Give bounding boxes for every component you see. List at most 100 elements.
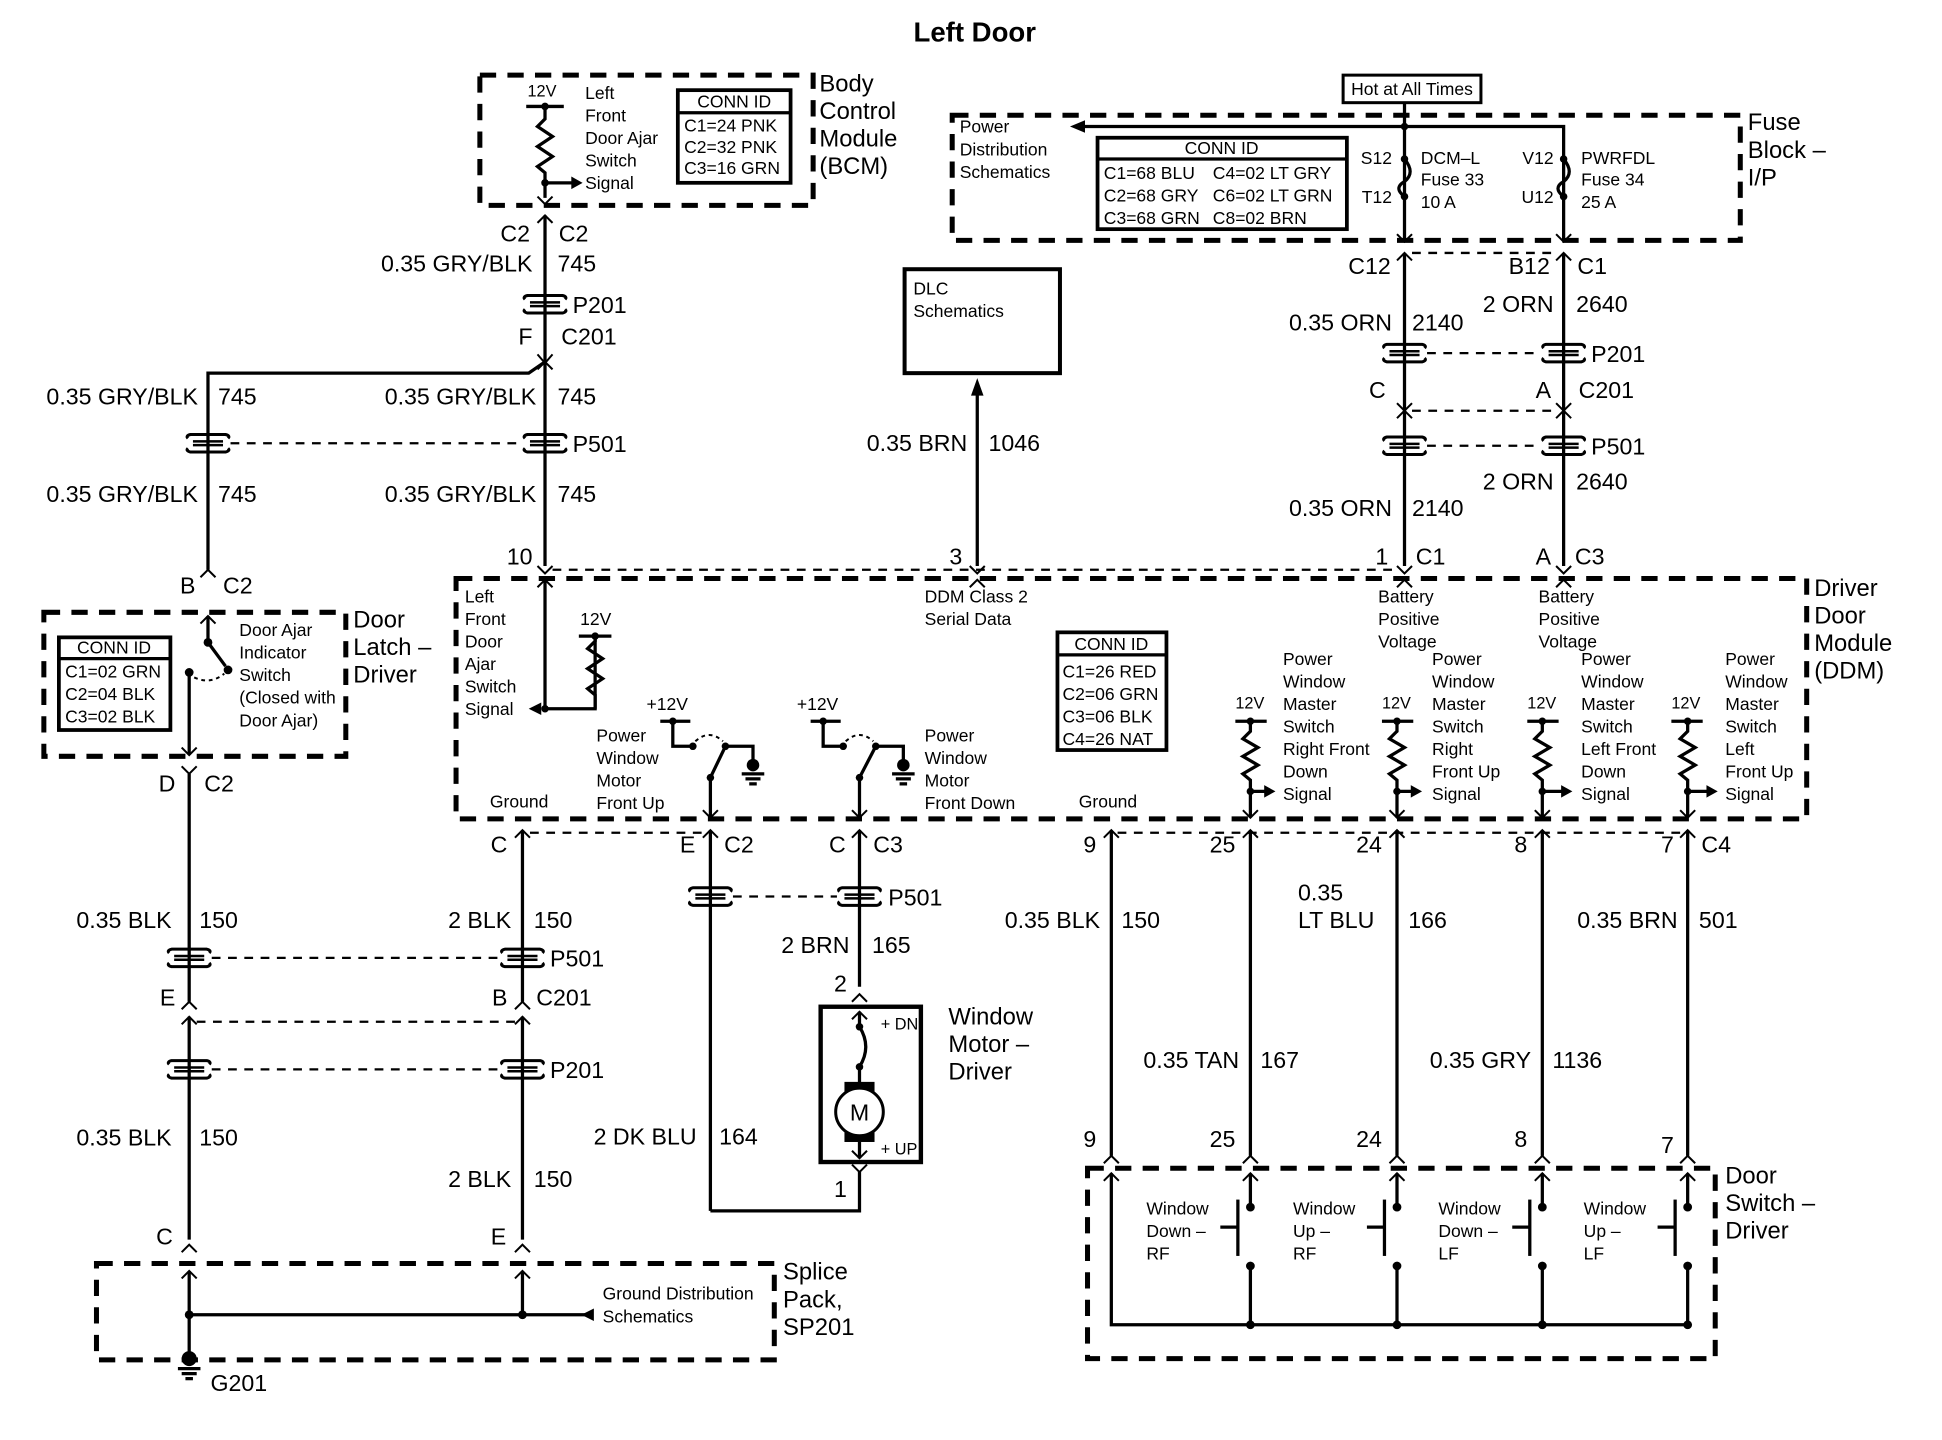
wire-gauge: 2 ORN xyxy=(1483,291,1554,317)
window-motor-driver: 2 Window Motor – Driver M + DN + UP 1 xyxy=(818,971,1034,1202)
diagram-title: Left Door xyxy=(914,16,1037,47)
ddm-conn-row: C3=06 BLK xyxy=(1062,707,1152,727)
sw-signal-label: Switch xyxy=(1432,717,1484,737)
wire-circuit: 2640 xyxy=(1576,291,1628,317)
splice-name-3: SP201 xyxy=(783,1314,854,1341)
ddm-pin-c: C xyxy=(491,832,508,858)
door-switch-driver: 9 25 24 8 7 Door Switch – Driver WindowD… xyxy=(1083,1126,1816,1362)
door-switch-label: LF xyxy=(1438,1244,1458,1264)
sw-signal-label: Switch xyxy=(1581,717,1633,737)
circuit-150-ddm-ground: 2 BLK 150 P501 B C201 P201 2 BLK 150 E xyxy=(196,830,604,1253)
wire-gauge: 0.35 GRY/BLK xyxy=(385,383,537,409)
motor-m: M xyxy=(850,1100,869,1126)
fuse-conn-row: C3=68 GRN xyxy=(1104,208,1200,228)
harness-pin-c: C xyxy=(156,1224,173,1250)
inline-p501: P501 xyxy=(573,431,627,457)
door-switch-label: Up – xyxy=(1293,1221,1330,1241)
wire-circuit: 1046 xyxy=(989,430,1041,456)
plus12v-down: +12V xyxy=(797,694,839,714)
sw-signal-label: Window xyxy=(1725,671,1788,691)
ddm-pin-9: 9 xyxy=(1083,832,1096,858)
ajar-signal-3: Door xyxy=(465,631,503,651)
wire-gauge: 0.35 BRN xyxy=(1577,907,1677,933)
ddm-conn-c1: C1 xyxy=(1416,544,1446,570)
latch-conn-row: C1=02 GRN xyxy=(65,661,161,681)
fuse-name-1: Fuse xyxy=(1748,109,1801,136)
latch-name-3: Driver xyxy=(353,661,417,688)
wire-circuit: 150 xyxy=(1121,907,1160,933)
fuse-name-3: I/P xyxy=(1748,164,1777,191)
ddm-ground-right: Ground xyxy=(1079,792,1137,812)
wire-circuit: 2140 xyxy=(1412,495,1464,521)
circuit-745-main: C2 C2 0.35 GRY/BLK 745 P201 F C201 0.35 … xyxy=(46,213,627,570)
sw-12v: 12V xyxy=(1671,695,1700,713)
sw-signal-label: Signal xyxy=(1725,784,1774,804)
fuse-out-b12: B12 xyxy=(1509,253,1550,279)
motor-up-4: Front Up xyxy=(596,793,664,813)
wire-circuit: 745 xyxy=(558,251,597,277)
serial-data-1: DDM Class 2 xyxy=(925,586,1028,606)
batt2-2: Positive xyxy=(1539,609,1600,629)
fuse34-out: U12 xyxy=(1521,187,1553,207)
door-switch-label: RF xyxy=(1146,1244,1169,1264)
wire-gauge: 0.35 GRY/BLK xyxy=(381,251,533,277)
motor-down-4: Front Down xyxy=(925,793,1016,813)
sw-signal-label: Left Front xyxy=(1581,739,1656,759)
motor-down-3: Motor xyxy=(925,770,970,790)
bcm-conn-row: C2=32 PNK xyxy=(684,137,777,157)
sw-signal-lf-up: 12V xyxy=(1671,695,1718,820)
latch-name-2: Latch – xyxy=(353,634,432,661)
ds-pin-9: 9 xyxy=(1083,1126,1096,1152)
power-dist-2: Distribution xyxy=(960,139,1048,159)
wire-gauge: 0.35 BLK xyxy=(76,1125,172,1151)
fuse-out-c12: C12 xyxy=(1348,253,1390,279)
wire-circuit: 150 xyxy=(199,907,238,933)
ddm-conn-id-header: CONN ID xyxy=(1074,634,1148,654)
fuse-conn-row: C2=68 GRY xyxy=(1104,186,1199,206)
wire-gauge: 0.35 TAN xyxy=(1143,1047,1239,1073)
pin-c: C xyxy=(1369,377,1386,403)
ddm-pin-a: A xyxy=(1536,544,1552,570)
latch-switch-3: Switch xyxy=(239,665,291,685)
batt1-3: Voltage xyxy=(1378,631,1436,651)
ds-name-1: Door xyxy=(1725,1162,1777,1189)
inline-c201: C201 xyxy=(1579,377,1634,403)
harness-pin-e: E xyxy=(160,985,175,1011)
latch-switch-5: Door Ajar) xyxy=(239,710,318,730)
motor-up-1: Power xyxy=(596,725,646,745)
door-latch-driver: B C2 Door Latch – Driver Door Ajar Indic… xyxy=(41,568,432,796)
splice-name-1: Splice xyxy=(783,1259,848,1286)
sw-signal-label: Front Up xyxy=(1725,762,1793,782)
inline-p501: P501 xyxy=(550,946,604,972)
ddm-name-1: Driver xyxy=(1814,575,1878,602)
ds-pin-7: 7 xyxy=(1661,1132,1674,1158)
wire-gauge: LT BLU xyxy=(1298,907,1374,933)
wire-gauge: 0.35 BRN xyxy=(867,430,967,456)
door-switch-label: Window xyxy=(1584,1199,1647,1219)
ajar-signal-1: Left xyxy=(465,586,494,606)
latch-switch-4: (Closed with xyxy=(239,688,335,708)
ddm-pin-25: 25 xyxy=(1210,832,1236,858)
latch-conn-row: C2=04 BLK xyxy=(65,684,155,704)
window-motor-circuits: P501 2 BRN 165 2 DK BLU 164 xyxy=(594,830,942,1213)
ddm-pin-8: 8 xyxy=(1514,832,1527,858)
latch-top-conn: C2 xyxy=(223,573,253,599)
ajar-signal-5: Switch xyxy=(465,676,517,696)
inline-p201: P201 xyxy=(1591,341,1645,367)
ddm-to-door-switch-circuits: 0.35 BLK 150 0.35 LT BLU 166 0.35 BRN 50… xyxy=(1005,830,1738,1156)
latch-name-1: Door xyxy=(353,606,405,633)
sw-12v: 12V xyxy=(1382,695,1411,713)
ds-name-3: Driver xyxy=(1725,1217,1789,1244)
wire-gauge: 0.35 ORN xyxy=(1289,310,1392,336)
fuse33-label-3: 10 A xyxy=(1421,192,1456,212)
fuse34-label-2: Fuse 34 xyxy=(1581,169,1645,189)
sw-signal-label: Front Up xyxy=(1432,762,1500,782)
bcm-signal-3: Door Ajar xyxy=(585,128,658,148)
ddm-pin-e: E xyxy=(680,832,695,858)
ddm-conn-row: C4=26 NAT xyxy=(1062,729,1153,749)
motor-down-2: Window xyxy=(925,748,988,768)
bcm-conn-row: C1=24 PNK xyxy=(684,115,777,135)
